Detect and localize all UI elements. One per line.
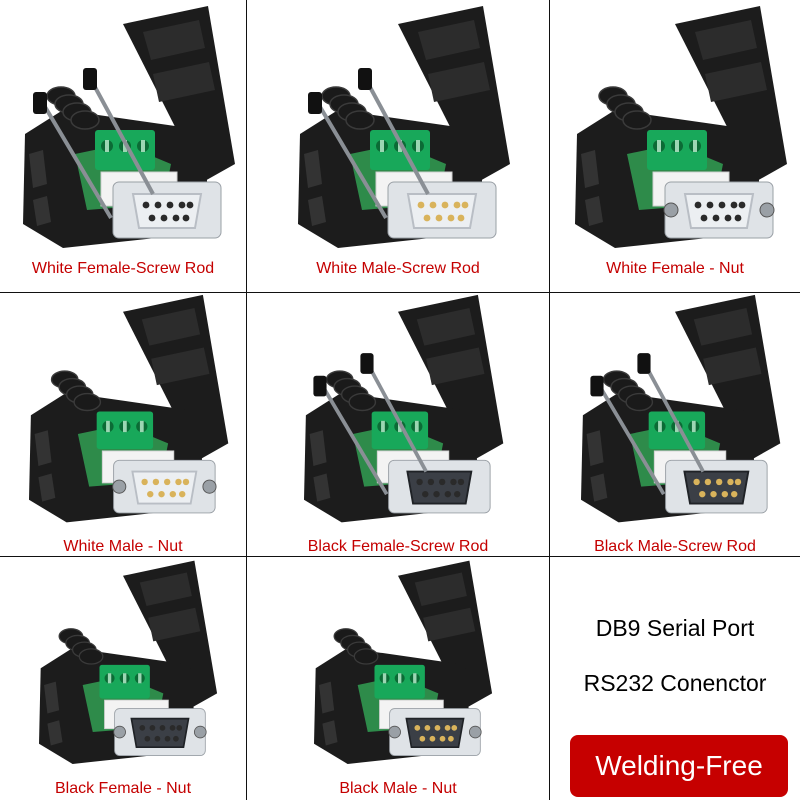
- cable-boot: [321, 86, 375, 130]
- screw-rods: [308, 68, 430, 220]
- cable-boot: [602, 370, 654, 412]
- product-caption: White Female-Screw Rod: [31, 260, 215, 277]
- dsub-shell: [112, 181, 222, 239]
- connector-image: [304, 294, 504, 523]
- product-cell: White Female - Nut: [550, 0, 800, 293]
- dsub-shell: [114, 708, 206, 756]
- connector-image: [23, 6, 235, 248]
- info-cell: DB9 Serial Port RS232 Conenctor Welding-…: [550, 557, 800, 800]
- dsub-shell: [665, 459, 768, 514]
- product-cell: White Male-Screw Rod: [247, 0, 550, 293]
- hex-nuts: [112, 479, 217, 494]
- terminal-block: [95, 130, 155, 170]
- dsub-shell: [387, 181, 497, 239]
- product-cell: Black Female - Nut: [0, 557, 247, 800]
- product-cell: Black Male-Screw Rod: [550, 293, 800, 557]
- terminal-block: [371, 411, 429, 450]
- screw-rods: [33, 68, 155, 220]
- product-caption: White Female - Nut: [606, 260, 744, 277]
- terminal-block: [99, 664, 150, 699]
- screw-rods: [313, 353, 428, 496]
- terminal-block: [374, 664, 425, 699]
- terminal-block: [96, 411, 154, 450]
- product-caption: Black Male-Screw Rod: [594, 538, 756, 555]
- dsub-shell: [664, 181, 774, 239]
- product-subtitle: RS232 Conenctor: [583, 670, 767, 696]
- product-caption: White Male - Nut: [63, 538, 183, 555]
- cable-boot: [50, 370, 102, 412]
- dsub-shell: [389, 708, 481, 756]
- product-cell: White Female-Screw Rod: [0, 0, 247, 293]
- connector-image: [298, 6, 510, 248]
- product-caption: Black Female - Nut: [54, 780, 192, 797]
- cable-boot: [598, 86, 652, 130]
- hex-nuts: [663, 202, 775, 218]
- connector-image: [314, 560, 493, 764]
- dsub-shell: [388, 459, 491, 514]
- cable-boot: [325, 370, 377, 412]
- screw-rods: [590, 353, 705, 496]
- hex-nuts: [388, 725, 482, 739]
- welding-free-badge: Welding-Free: [570, 735, 788, 797]
- terminal-block: [647, 130, 707, 170]
- connector-image: [575, 6, 787, 248]
- cable-boot: [333, 628, 379, 665]
- product-caption: Black Female-Screw Rod: [307, 538, 489, 555]
- product-cell: Black Female-Screw Rod: [247, 293, 550, 557]
- connector-image: [39, 560, 218, 764]
- cable-boot: [58, 628, 104, 665]
- product-title: DB9 Serial Port: [595, 615, 755, 641]
- product-cell: White Male - Nut: [0, 293, 247, 557]
- cable-boot: [46, 86, 100, 130]
- terminal-block: [370, 130, 430, 170]
- terminal-block: [648, 411, 706, 450]
- dsub-shell: [113, 459, 216, 514]
- product-caption: Black Male - Nut: [339, 780, 457, 797]
- connector-image: [581, 294, 781, 523]
- product-caption: White Male-Screw Rod: [316, 260, 480, 277]
- hex-nuts: [113, 725, 207, 739]
- product-cell: Black Male - Nut: [247, 557, 550, 800]
- connector-image: [29, 294, 229, 523]
